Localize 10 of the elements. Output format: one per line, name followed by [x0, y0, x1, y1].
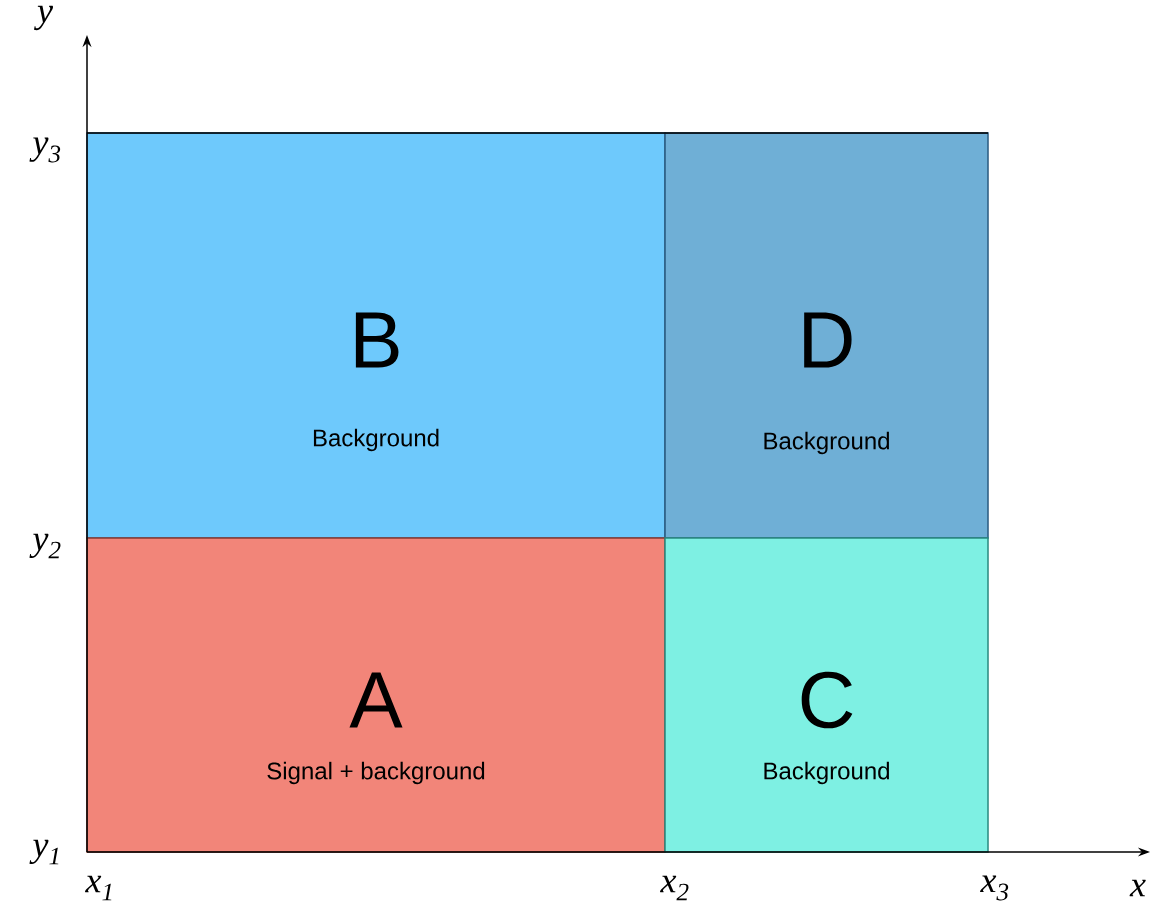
tick-label: y$_{1}$ [29, 839, 59, 865]
tick-label: y$_{2}$ [29, 533, 61, 559]
axis-label: y [34, 5, 53, 31]
tick-label: x$_{2}$ [660, 875, 689, 901]
region-box: A Signal + background [86, 537, 666, 853]
axis-label: x [1129, 879, 1146, 897]
region-box: B Background [86, 132, 666, 539]
region-box: D Background [664, 132, 989, 539]
tick-label: x$_{3}$ [980, 875, 1009, 901]
region-box: C Background [664, 537, 989, 853]
